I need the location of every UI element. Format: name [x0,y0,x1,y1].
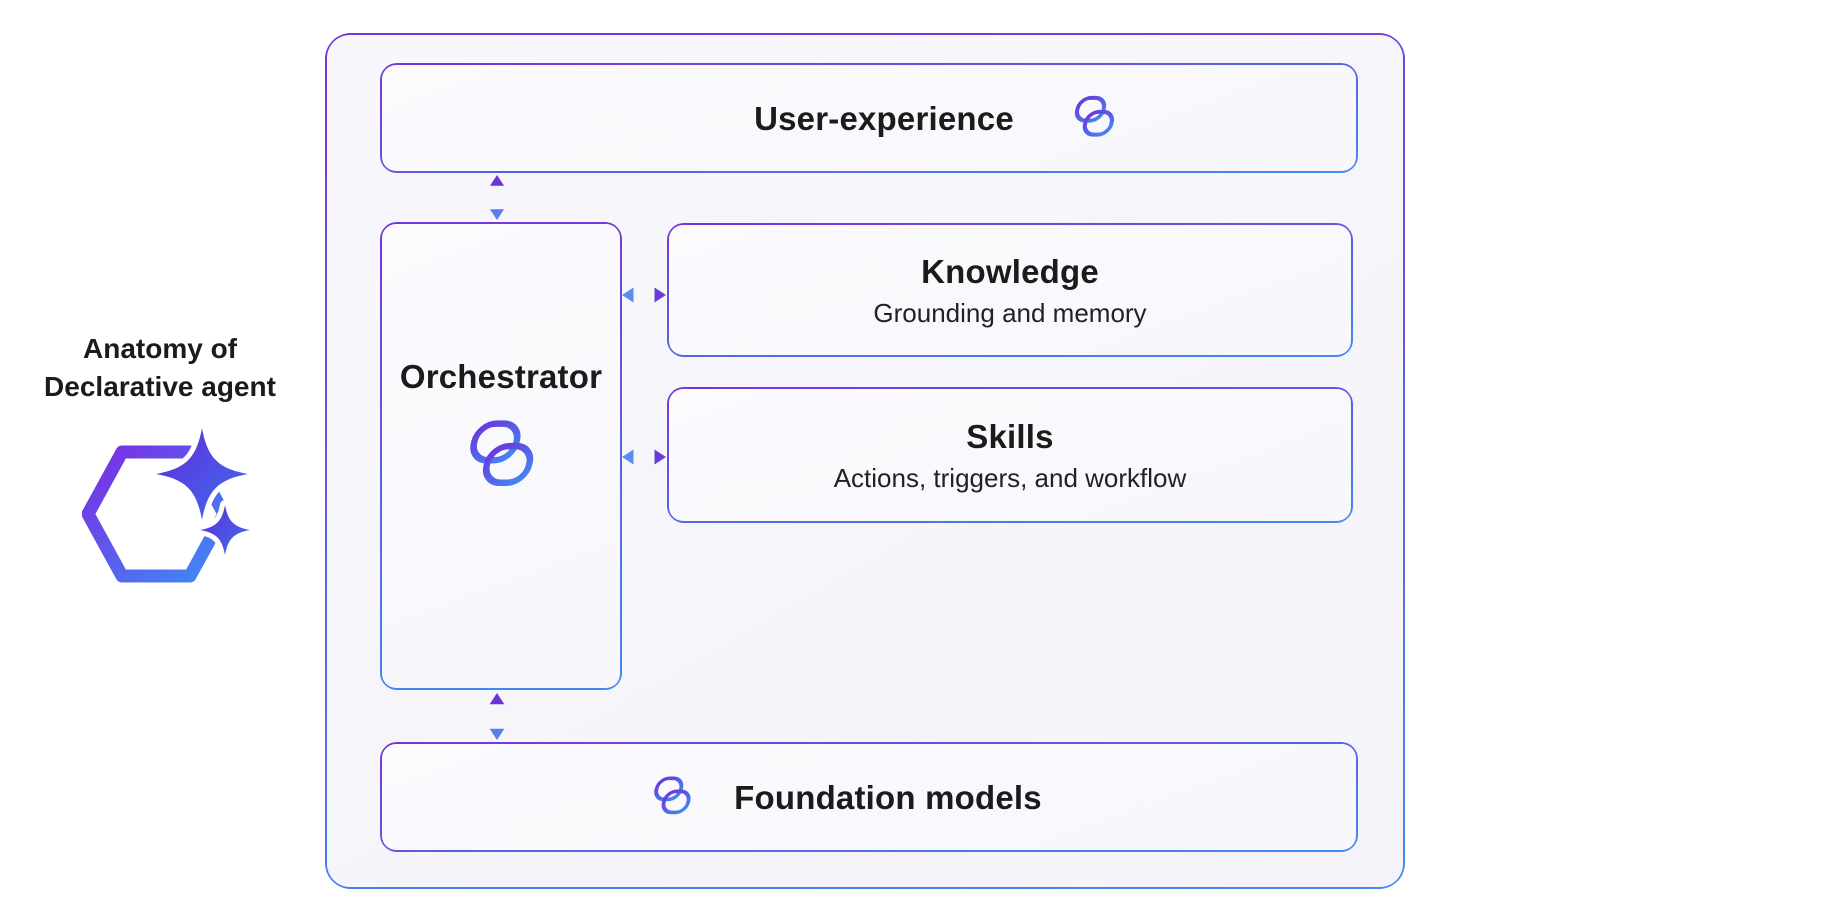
copilot-icon [646,775,698,819]
skills-title: Skills [966,417,1054,455]
foundation-models-title: Foundation models [734,778,1042,816]
declarative-agent-icon [82,426,264,594]
arrow-orchestrator-skills [621,444,667,470]
arrow-orchestrator-foundation [484,692,510,741]
orchestrator-box: Orchestrator [380,222,622,690]
copilot-icon [1066,95,1122,141]
caption-line-1: Anatomy of [83,333,237,364]
user-experience-title: User-experience [754,99,1014,137]
arrow-ux-orchestrator [484,174,510,221]
knowledge-box: Knowledge Grounding and memory [667,223,1353,357]
skills-subtitle: Actions, triggers, and workflow [833,462,1187,493]
knowledge-subtitle: Grounding and memory [873,297,1147,328]
copilot-icon [456,419,546,493]
user-experience-box: User-experience [380,63,1358,173]
foundation-models-box: Foundation models [380,742,1358,852]
skills-box: Skills Actions, triggers, and workflow [667,387,1353,523]
diagram-caption: Anatomy of Declarative agent [18,330,302,406]
knowledge-title: Knowledge [921,252,1099,290]
orchestrator-title: Orchestrator [399,358,603,396]
arrow-orchestrator-knowledge [621,282,667,308]
caption-line-2: Declarative agent [44,371,276,402]
